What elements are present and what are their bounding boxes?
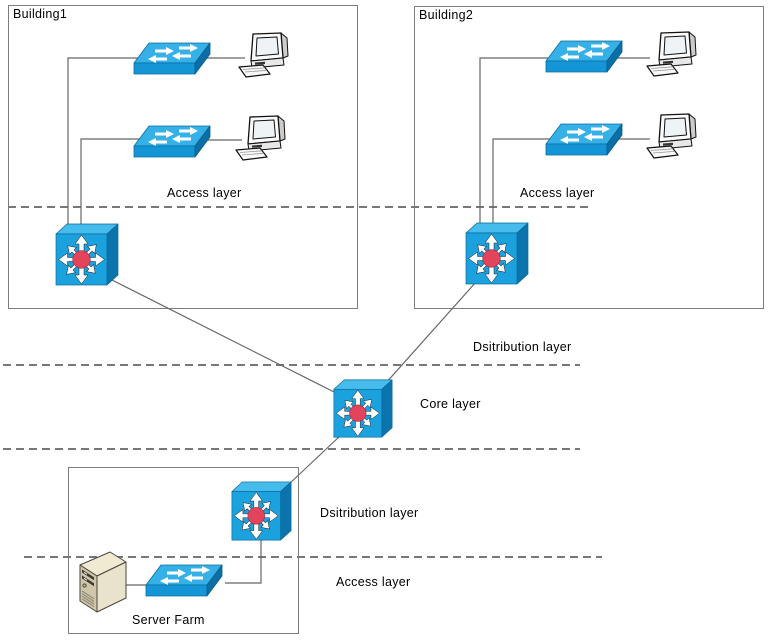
building1-access-switch-1-icon [133,42,211,75]
building1-access-layer-label: Access layer [167,186,242,200]
wire-core-sf-distribution [287,435,341,486]
building2-pc-1-icon [646,31,697,77]
distribution-layer-label-top: Dsitribution layer [473,340,572,354]
building2-box [414,6,764,309]
building1-title: Building1 [13,7,68,21]
building1-pc-2-icon [235,115,286,161]
building1-pc-1-icon [238,32,289,78]
wire-sf-distribution-access-switch [225,538,262,584]
building2-access-layer-label: Access layer [520,186,595,200]
building2-access-switch-2-icon [545,123,623,156]
wire-b2-switch2-distribution [492,138,552,232]
building2-title: Building2 [419,8,474,22]
distribution-layer-label-bottom: Dsitribution layer [320,506,419,520]
core-layer-label: Core layer [420,397,481,411]
building1-distribution-switch-icon [54,223,119,288]
core-switch-icon [331,379,393,440]
serverfarm-distribution-switch-icon [230,481,292,543]
building2-pc-2-icon [646,113,697,159]
serverfarm-access-switch-icon [145,564,223,597]
server-farm-label: Server Farm [132,613,205,627]
wire-b2-distribution-core [384,281,477,385]
building1-access-switch-2-icon [133,125,211,158]
server-farm-box [68,467,299,634]
building1-box [8,5,358,309]
building2-access-switch-1-icon [545,40,623,73]
access-layer-label-bottom: Access layer [336,575,411,589]
server-icon [79,551,127,613]
wire-b1-switch1-distribution [67,57,140,232]
building2-distribution-switch-icon [464,222,529,287]
wire-b1-distribution-core [107,277,339,395]
wire-b2-switch1-distribution [479,57,552,232]
wire-b1-switch2-distribution [80,138,140,232]
